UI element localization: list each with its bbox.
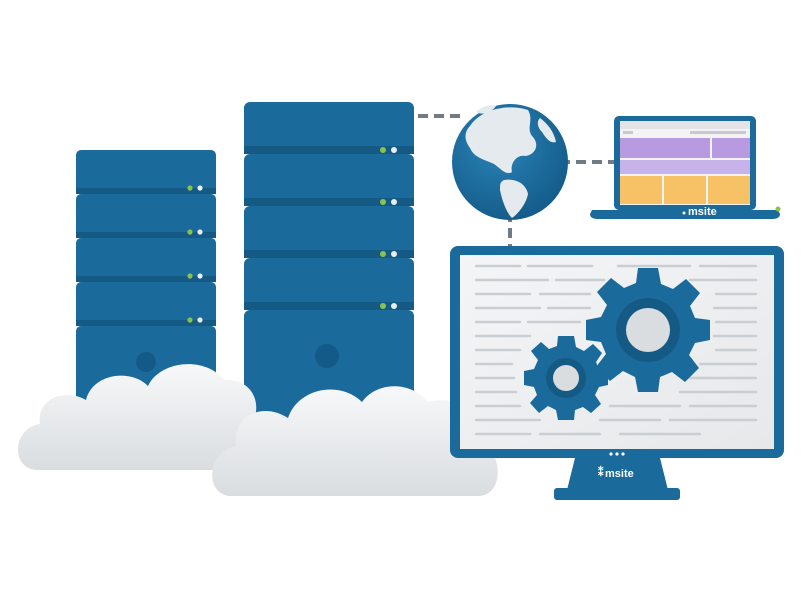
- globe-icon: [452, 104, 568, 220]
- server-rack-icon: [244, 102, 414, 420]
- monitor-brand-symbol: ⁑: [598, 465, 604, 479]
- monitor-brand-logo: msite: [605, 468, 634, 480]
- cloud-icon: [17, 364, 273, 470]
- screen-text-lines: [474, 264, 758, 436]
- gear-icon: [586, 268, 710, 392]
- laptop-brand-logo: msite: [688, 206, 717, 218]
- laptop-icon: msite: [590, 116, 781, 219]
- gear-icon: [524, 336, 608, 420]
- cloud-icon: [212, 386, 498, 496]
- monitor-icon: ⁑ msite: [450, 246, 784, 500]
